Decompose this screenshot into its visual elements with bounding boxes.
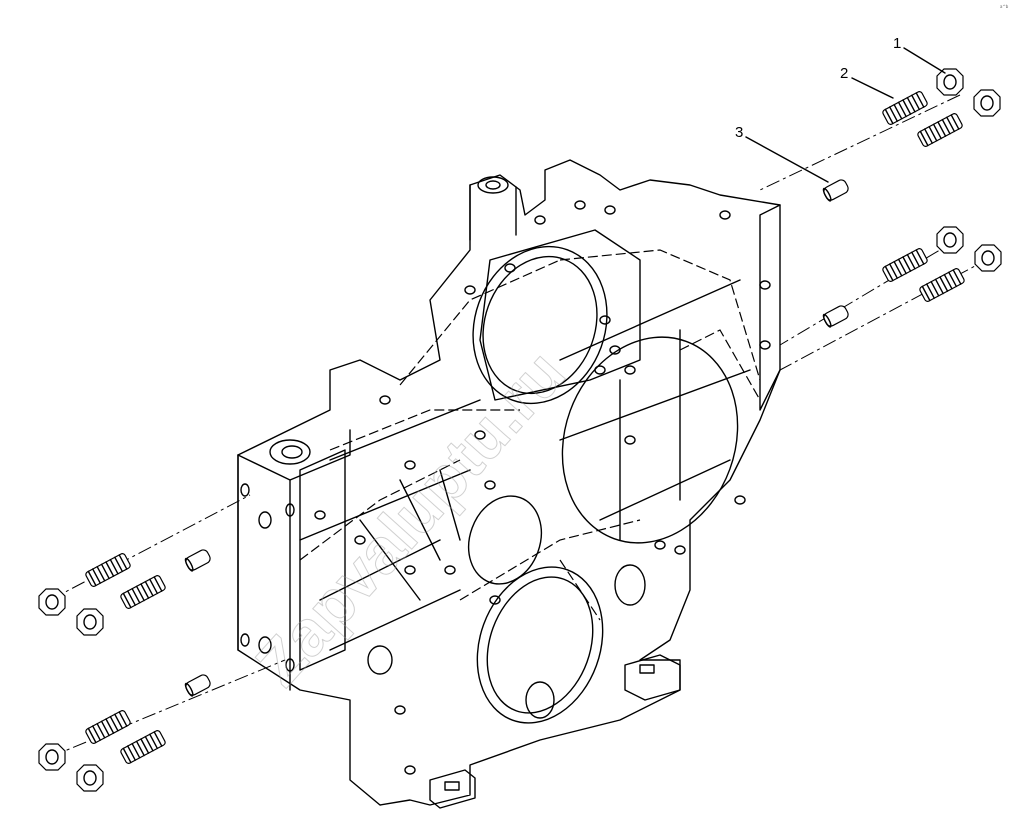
callout-1-group: 1 bbox=[893, 35, 946, 74]
corner-mark: a^b bbox=[1000, 4, 1009, 9]
callout-2-leader bbox=[851, 77, 894, 99]
gear-case-housing bbox=[237, 159, 781, 809]
callout-1: 1 bbox=[893, 35, 901, 52]
callout-3-group: 3 bbox=[735, 124, 829, 183]
bolt-holes bbox=[240, 200, 771, 775]
callout-2: 2 bbox=[840, 65, 848, 82]
callout-3-leader bbox=[745, 136, 829, 183]
callout-3: 3 bbox=[735, 124, 743, 141]
dowels bbox=[184, 179, 849, 697]
studs bbox=[85, 91, 965, 764]
callout-2-group: 2 bbox=[840, 65, 894, 99]
hidden-lines bbox=[299, 249, 761, 621]
nuts bbox=[38, 68, 1002, 792]
assembly-center-lines bbox=[49, 94, 991, 758]
callout-1-leader bbox=[903, 47, 946, 74]
watermark: Zapvaluptu.ru bbox=[242, 337, 579, 700]
